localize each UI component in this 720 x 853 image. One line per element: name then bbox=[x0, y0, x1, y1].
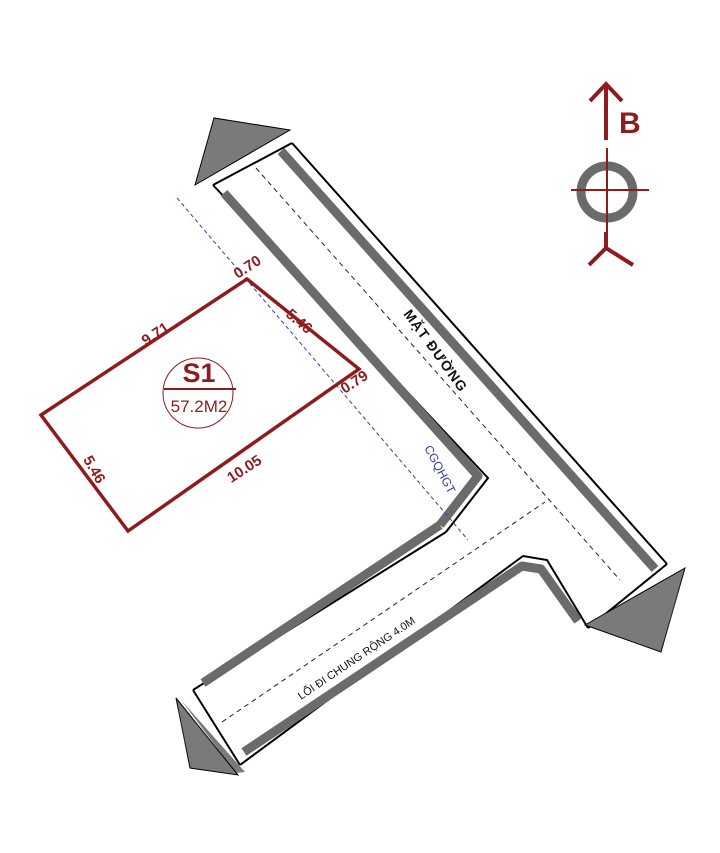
lane-lower-curb bbox=[241, 561, 582, 756]
lane-center-line bbox=[221, 501, 546, 723]
main-road-center-line bbox=[255, 167, 621, 581]
compass-letter: B bbox=[619, 107, 641, 140]
setback-line bbox=[176, 197, 469, 541]
arrow-top-left-icon bbox=[194, 117, 292, 187]
shared-lane bbox=[192, 501, 589, 766]
lot-area: 57.2M2 bbox=[171, 397, 228, 416]
lane-lower-outer-edge bbox=[239, 554, 589, 766]
lane-end-cap bbox=[192, 689, 241, 766]
road-direction-arrows bbox=[175, 117, 686, 776]
lot-badge: S1 57.2M2 bbox=[162, 357, 236, 429]
main-road bbox=[212, 142, 668, 629]
main-road-right-outer-edge bbox=[291, 142, 668, 565]
dim-bottom-edge: 10.05 bbox=[224, 452, 265, 487]
main-road-top-cap bbox=[212, 142, 293, 186]
shared-lane-label: LỐI ĐI CHUNG RỘNG 4.0M bbox=[295, 613, 418, 702]
north-compass: B bbox=[571, 81, 649, 267]
arrow-bottom-left-icon bbox=[175, 697, 245, 776]
main-road-left-curb bbox=[220, 189, 483, 528]
main-road-right-curb bbox=[277, 147, 659, 573]
arrow-bottom-right-icon bbox=[583, 566, 686, 653]
lot-id: S1 bbox=[182, 358, 215, 388]
lot-boundary bbox=[38, 276, 362, 534]
lane-upper-curb bbox=[200, 521, 443, 687]
lot-badge-circle bbox=[162, 357, 234, 429]
compass-tail-icon bbox=[587, 245, 635, 267]
dim-top-edge: 9.71 bbox=[139, 319, 173, 349]
